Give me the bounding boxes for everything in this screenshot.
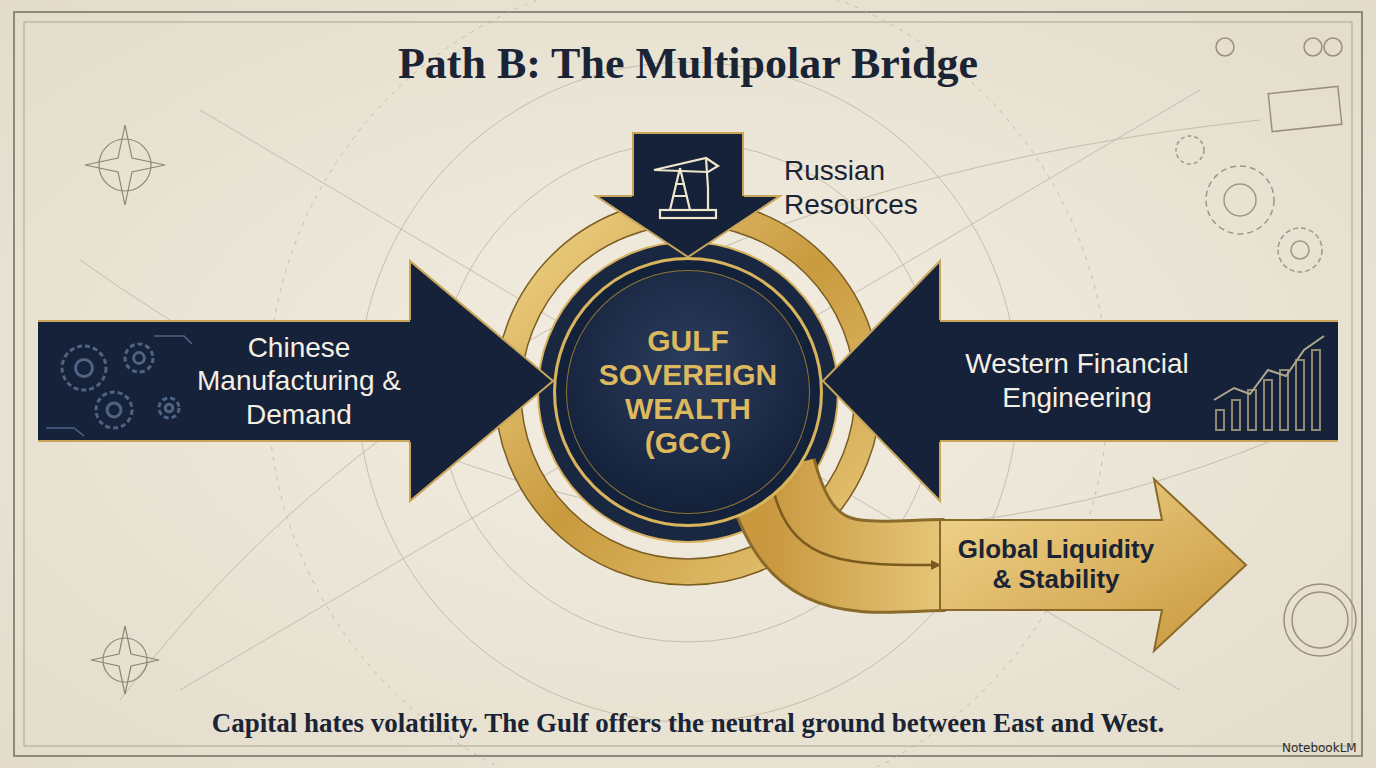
outer-frame [14,12,1362,756]
output-arrow: Global Liquidity & Stability [940,475,1250,655]
derrick-base [660,210,716,218]
arrowhead-fill [823,261,941,501]
inner-frame [24,22,1352,746]
circuit-line [46,336,192,436]
diagram-caption: Capital hates volatility. The Gulf offer… [0,708,1376,739]
gear-rim [62,346,106,390]
input-arrow-band: Western Financial Engineering [940,320,1338,442]
diagram-title: Path B: The Multipolar Bridge [0,38,1376,89]
market-chart [1210,330,1330,434]
derrick-head [706,158,708,210]
thin-flow-arrow [775,495,940,565]
node-text: Global Liquidity & Stability [950,520,1162,610]
gear-pattern [44,328,194,438]
gear-sketch [1176,136,1322,272]
gear-rim [125,344,153,372]
chart-strokes [1214,336,1324,430]
flow-connector [409,261,553,501]
gear-hub [134,353,145,364]
node-text: GULF SOVEREIGN WEALTH (GCC) [590,324,786,460]
derrick-beam [654,158,718,172]
gold-flow-band [770,470,945,567]
chart-bar [1232,400,1240,430]
derrick-strokes [654,158,718,218]
hub-circle: GULF SOVEREIGN WEALTH (GCC) [553,257,823,527]
gear-rim [159,398,179,418]
chart-bar [1216,410,1224,430]
arrowhead-edge [410,261,553,501]
node-text: Chinese Manufacturing & Demand [196,331,402,432]
chart-bar [1264,380,1272,430]
grid-arcs [60,0,1330,768]
gear-rim [96,392,132,428]
chart-bar [1248,390,1256,430]
oil-derrick-icon [644,148,734,238]
gold-arrow-body [940,479,1246,651]
watermark: NotebookLM [1282,741,1357,755]
chart-bar [1312,350,1320,430]
arrowhead-edge [823,261,940,501]
flow-connector [823,261,941,501]
gold-flow-edge [770,470,945,567]
gear-hub [165,404,173,412]
arrowhead-fill [409,261,553,501]
chart-bar [1296,360,1304,430]
flow-connector [775,495,940,565]
gear-hub [107,403,121,417]
chart-bar [1280,370,1288,430]
node-text: Western Financial Engineering [946,347,1208,414]
chart-trend [1214,336,1324,400]
resource-arrow-shaft: Russian Resources [632,132,744,196]
input-arrow-band: Chinese Manufacturing & Demand [38,320,410,442]
derrick-tower [670,168,690,210]
gear-strokes [46,336,192,436]
gear-hub [76,360,93,377]
node-text: Russian Resources [784,154,974,221]
